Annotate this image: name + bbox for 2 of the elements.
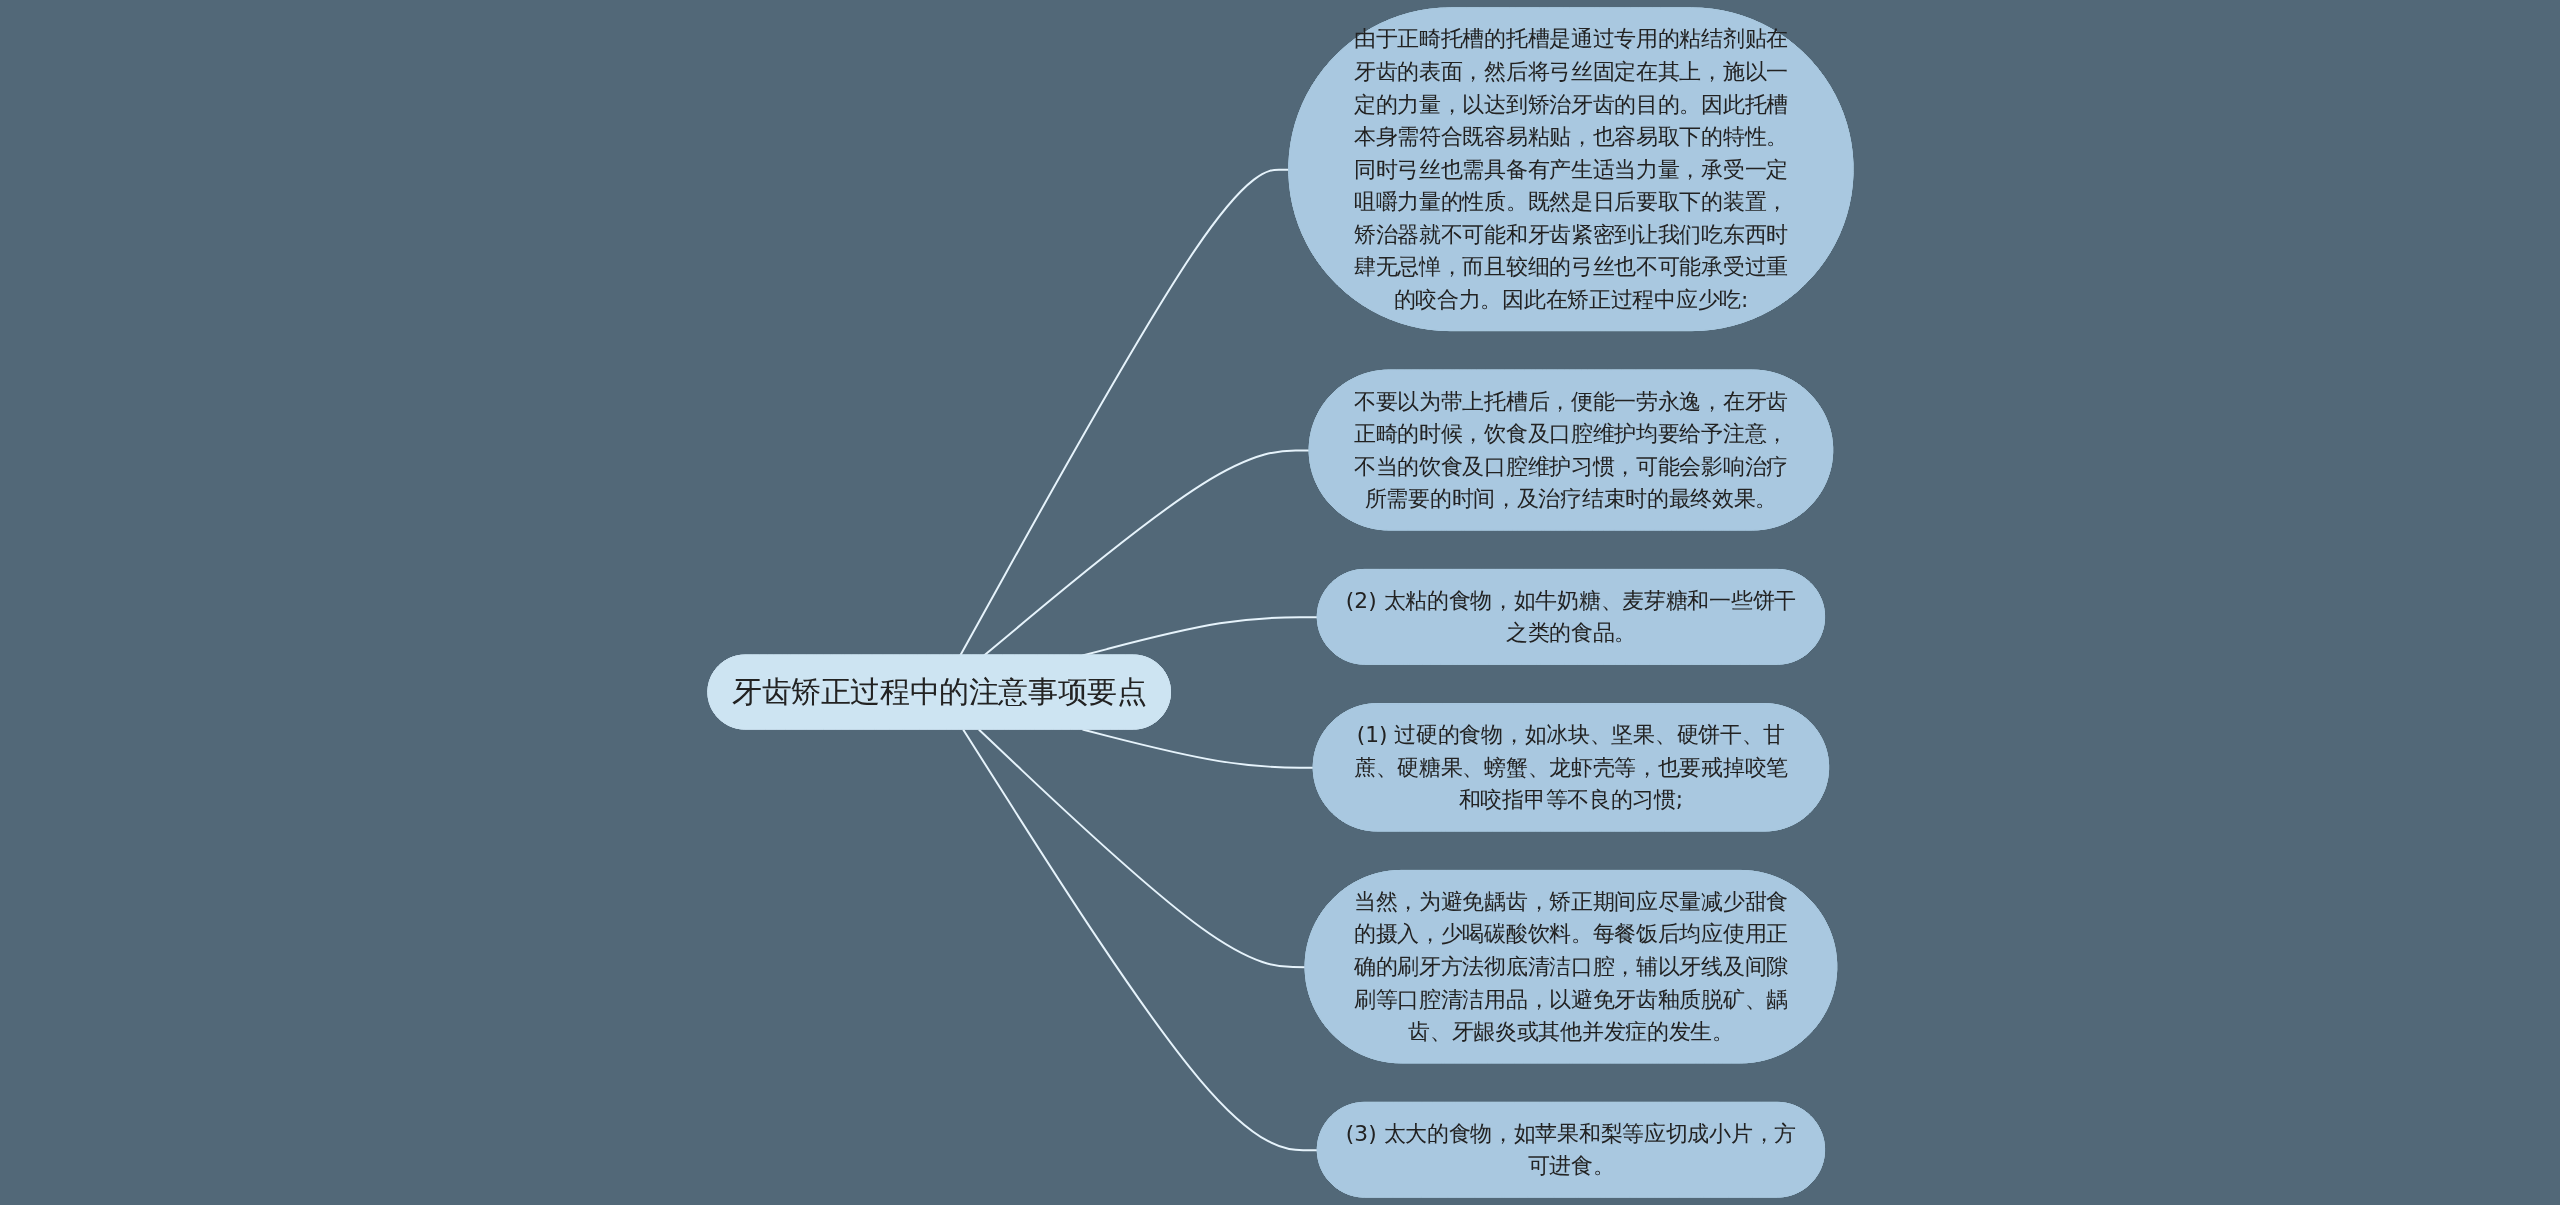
connector [961,728,1319,1152]
connector [958,168,1290,657]
